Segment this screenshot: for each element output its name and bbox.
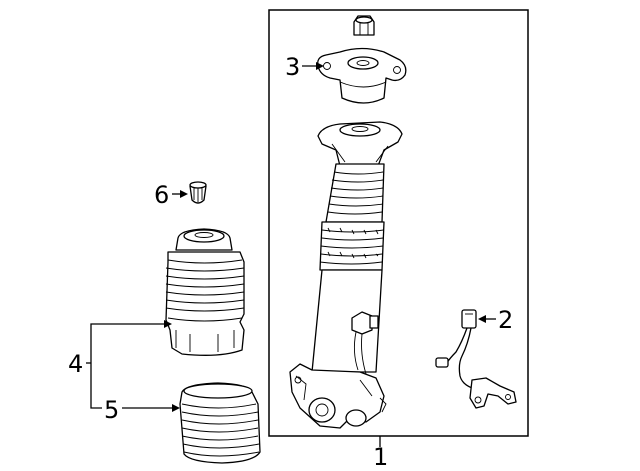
callout-6: 6 [154,181,169,209]
arrow-2 [478,315,486,323]
strut-mount-icon [317,47,407,104]
arrow-6 [180,190,188,198]
dust-boot-icon [179,382,261,464]
bump-stop-icon [189,181,207,204]
nut-icon [353,15,375,36]
assembly-frame [268,9,529,437]
bracket-4-5 [90,323,166,409]
callout-3: 3 [285,53,300,81]
wire-harness-icon [435,309,517,409]
callout-1: 1 [373,443,388,471]
air-strut-icon [289,121,403,429]
callout-5: 5 [104,396,119,424]
arrow-3 [316,62,324,70]
callout-2: 2 [498,306,513,334]
arrow-4 [164,320,172,328]
callout-4: 4 [68,350,83,378]
air-spring-icon [165,228,245,356]
arrow-5 [172,404,180,412]
